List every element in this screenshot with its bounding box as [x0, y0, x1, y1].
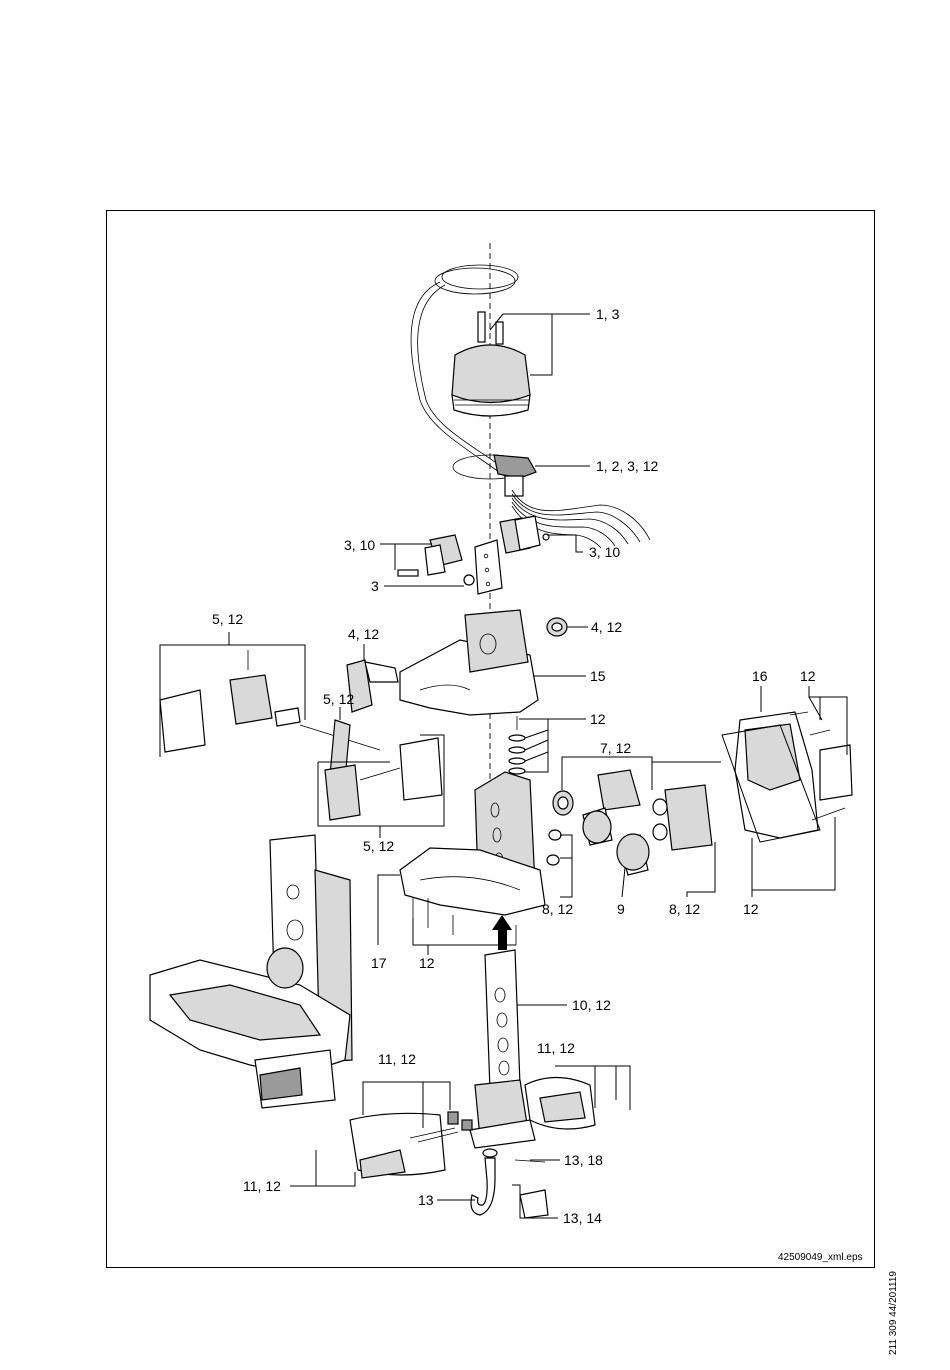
assembled-product — [150, 835, 352, 1108]
callout-15: 15 — [590, 668, 606, 684]
callout-13: 13 — [418, 1192, 434, 1208]
housing-top — [400, 610, 538, 715]
contact-module — [553, 770, 640, 815]
callout-4-12-left: 4, 12 — [348, 626, 379, 642]
clamp-ring — [453, 455, 536, 496]
knob — [347, 660, 398, 712]
callout-9: 9 — [617, 901, 625, 917]
file-name-label: 42509049_xml.eps — [778, 1252, 863, 1263]
callout-12-bottom-right: 12 — [743, 901, 759, 917]
callout-3-10-right: 3, 10 — [589, 544, 620, 560]
callout-7-12: 7, 12 — [600, 740, 631, 756]
vertical-bar — [485, 950, 520, 1090]
housing-shell-left — [350, 1112, 472, 1178]
callout-12-base: 12 — [419, 955, 435, 971]
callout-1-3: 1, 3 — [596, 306, 620, 322]
document-code: 211 309 44/201119 — [888, 1271, 899, 1355]
mounting-plate — [475, 540, 502, 594]
callout-1-2-3-12: 1, 2, 3, 12 — [596, 458, 658, 474]
cover-box — [722, 712, 852, 842]
callout-5-12-middle: 5, 12 — [323, 691, 354, 707]
callout-5-12-bottom: 5, 12 — [363, 838, 394, 854]
callout-12-screw-stack: 12 — [590, 711, 606, 727]
callout-16: 16 — [752, 668, 768, 684]
callout-8-12-left: 8, 12 — [542, 901, 573, 917]
callout-12-top-right: 12 — [800, 668, 816, 684]
housing-shell-right — [525, 1078, 595, 1130]
head-cap — [452, 312, 530, 416]
callout-11-12-left: 11, 12 — [378, 1051, 416, 1067]
hook — [471, 1149, 548, 1218]
callout-13-18: 13, 18 — [564, 1152, 603, 1168]
callout-17: 17 — [371, 955, 387, 971]
callout-4-12-right: 4, 12 — [591, 619, 622, 635]
callout-11-12-right: 11, 12 — [537, 1040, 575, 1056]
callout-8-12-right: 8, 12 — [669, 901, 700, 917]
callout-13-14: 13, 14 — [563, 1210, 602, 1226]
gland-nut — [547, 618, 567, 636]
push-buttons — [547, 808, 649, 875]
bracket-right — [500, 516, 549, 553]
bracket-left — [398, 535, 474, 585]
callout-5-12-top: 5, 12 — [212, 611, 243, 627]
callout-3-10-left: 3, 10 — [344, 537, 375, 553]
contact-block — [653, 785, 712, 850]
callout-3: 3 — [371, 578, 379, 594]
callout-10-12: 10, 12 — [572, 997, 611, 1013]
screw-stack — [509, 716, 525, 774]
callout-11-12-bottom: 11, 12 — [243, 1178, 281, 1194]
